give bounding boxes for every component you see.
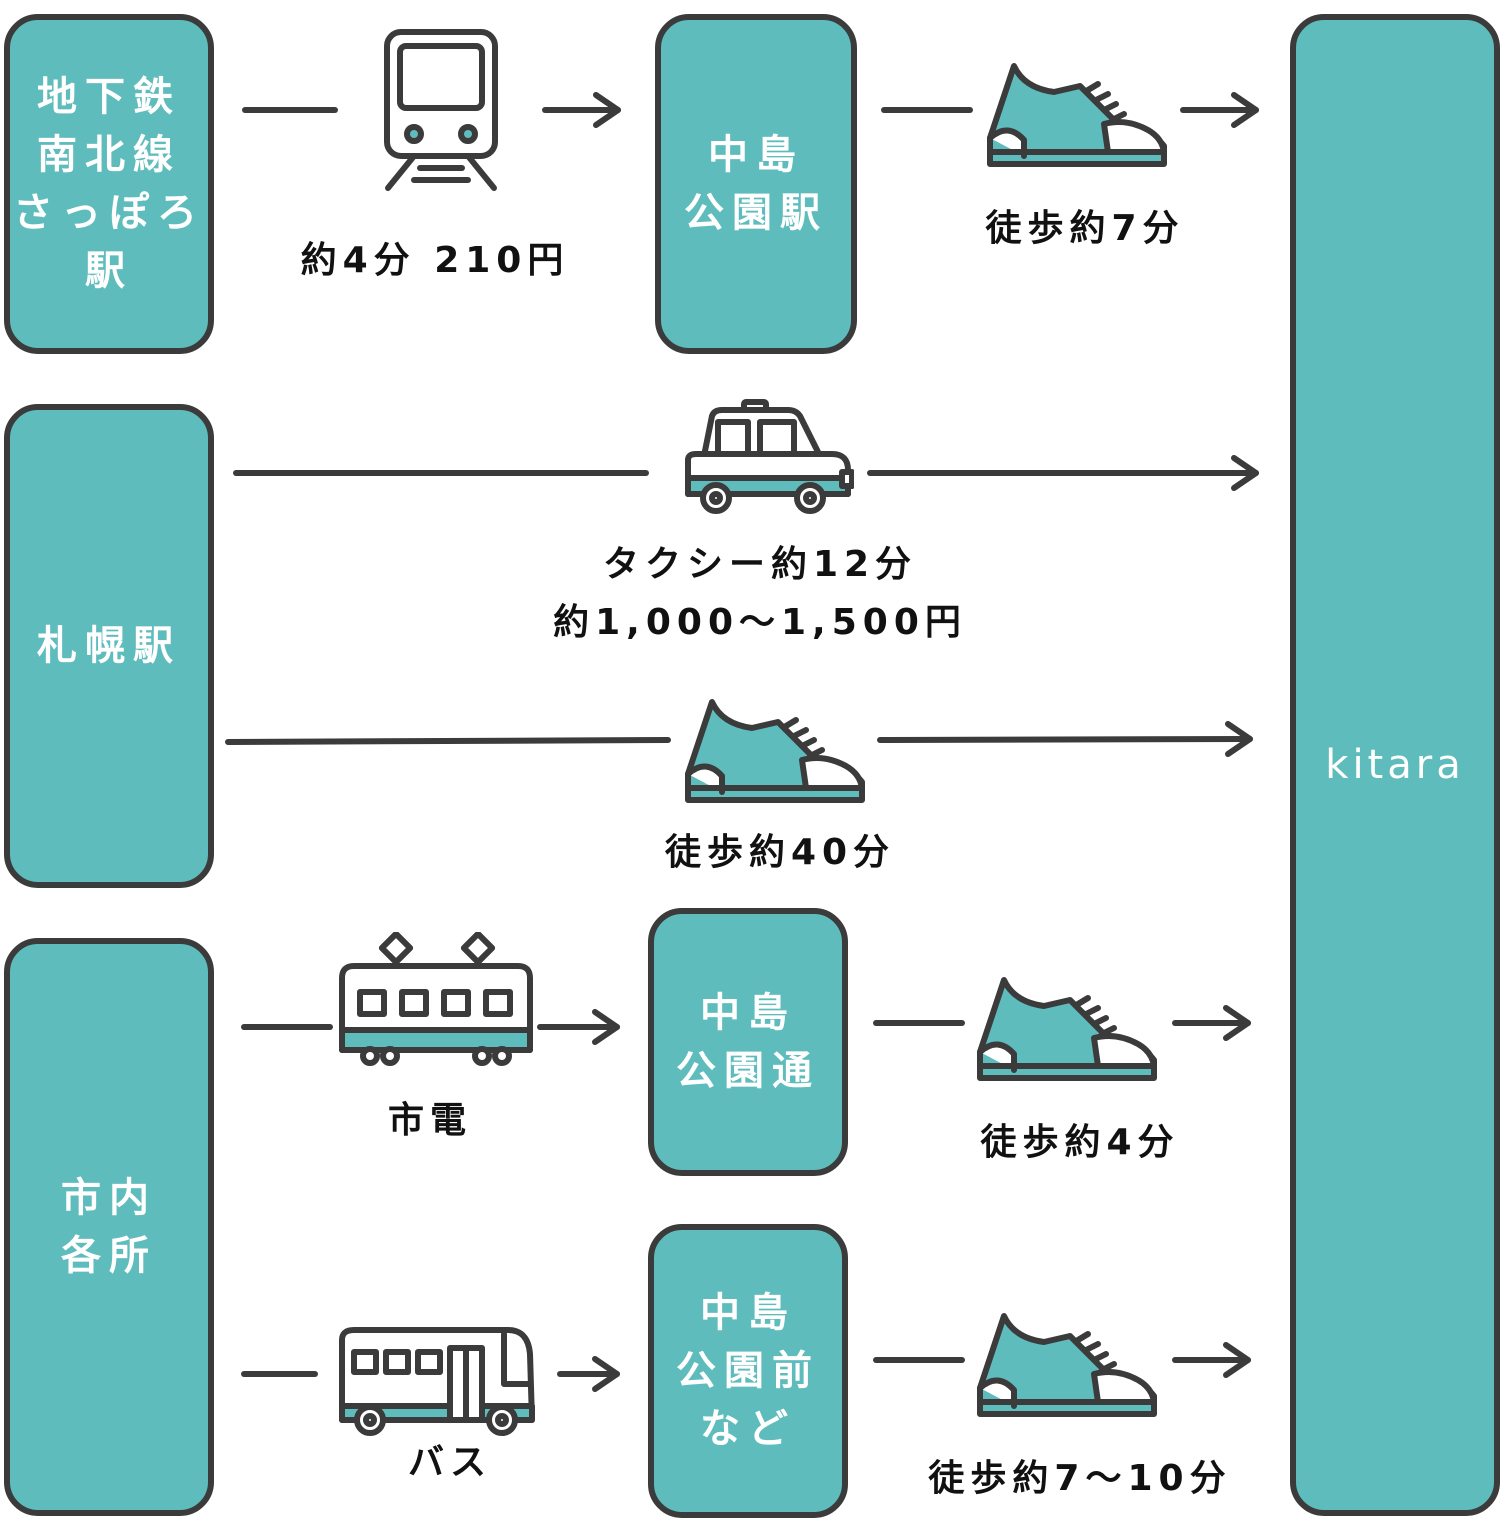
origin-subway-station-label: 地下鉄 南北線 さっぽろ 駅 [13,74,205,294]
shoe-icon [977,977,1157,1081]
origin-sapporo-station: 札幌駅 [4,404,214,888]
walk40-line-start [225,737,671,745]
subway-caption: 約4分 210円 [300,240,570,281]
stop-nakajima-koen-dori-label: 中島 公園通 [676,990,820,1094]
origin-subway-station: 地下鉄 南北線 さっぽろ 駅 [4,14,214,354]
bus-caption: バス [407,1442,492,1483]
taxi-arrowhead [1231,455,1259,491]
stop-nakajima-koen-mae-label: 中島 公園前 など [676,1290,820,1452]
stop-nakajima-koen-mae: 中島 公園前 など [648,1224,848,1518]
tram-icon [339,932,533,1066]
walk40-arrowhead [1225,721,1253,757]
taxi-icon [685,399,854,514]
walk710-arrowhead [1223,1342,1251,1378]
stop-nakajima-koen-dori: 中島 公園通 [648,908,848,1176]
walk4-arrowhead [1223,1005,1251,1041]
walk40-caption: 徒歩約40分 [664,832,896,873]
origin-city-locations: 市内 各所 [4,938,214,1516]
destination-kitara-label: kitara [1325,742,1465,788]
tram-arrowhead [592,1009,620,1045]
origin-city-locations-label: 市内 各所 [61,1175,157,1279]
walk710-caption: 徒歩約7〜10分 [928,1458,1232,1499]
destination-kitara: kitara [1290,14,1500,1516]
taxi-caption: タクシー約12分 約1,000〜1,500円 [553,544,967,643]
walk40-line-end [877,736,1253,743]
walk7-caption: 徒歩約7分 [985,208,1185,249]
tram-caption: 市電 [387,1100,472,1141]
subway-arrowhead [593,92,621,128]
walk7-arrowhead [1231,92,1259,128]
shoe-icon [977,1313,1157,1417]
shoe-icon [987,63,1167,167]
train-icon [384,29,498,191]
bus-icon [339,1327,535,1436]
bus-arrowhead [592,1356,620,1392]
shoe-icon [685,699,865,803]
origin-sapporo-station-label: 札幌駅 [37,623,181,669]
stop-nakajima-koen-station-label: 中島 公園駅 [684,132,828,236]
stop-nakajima-koen-station: 中島 公園駅 [655,14,857,354]
walk4-caption: 徒歩約4分 [980,1122,1180,1163]
